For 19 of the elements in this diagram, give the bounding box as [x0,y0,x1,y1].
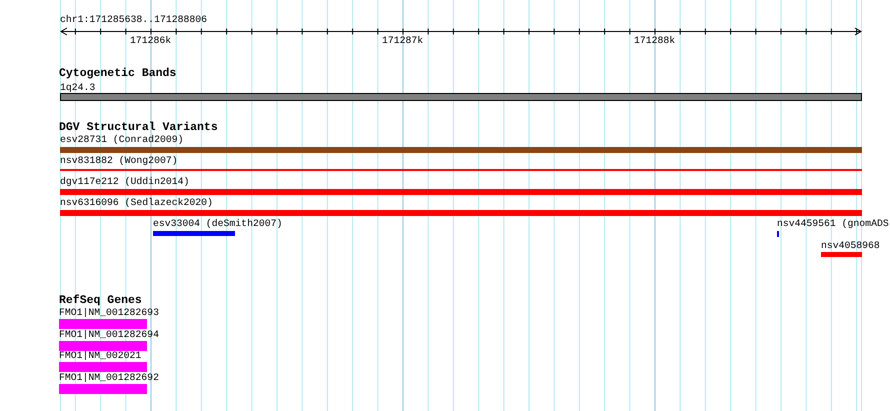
track-heading: Cytogenetic Bands [59,67,176,80]
coordinate-label: chr1:171285638..171288806 [60,14,207,26]
feature-label: FMO1|NM_002021 [59,350,142,362]
feature-label: FMO1|NM_001282692 [59,372,159,384]
tick-label: 171288k [634,35,676,47]
feature-label: dgv117e212 (Uddin2014) [60,176,190,188]
feature-label: esv33004 (deSmith2007) [153,218,282,230]
feature-label: esv28731 (Conrad2009) [60,134,184,146]
feature-label: nsv831882 (Wong2007) [60,155,178,167]
tick-label: 171287k [382,35,424,47]
feature-label: nsv4459561 (gnomADS [777,218,889,230]
tick-label: 171286k [130,35,172,47]
feature-label: FMO1|NM_001282693 [59,307,159,319]
feature-label: nsv6316096 (Sedlazeck2020) [60,197,213,209]
feature-label: FMO1|NM_001282694 [59,329,159,341]
feature-label: 1q24.3 [60,82,96,94]
track-heading: DGV Structural Variants [59,121,218,134]
track-heading: RefSeq Genes [59,294,142,307]
feature-label: nsv4058968 [821,240,880,252]
